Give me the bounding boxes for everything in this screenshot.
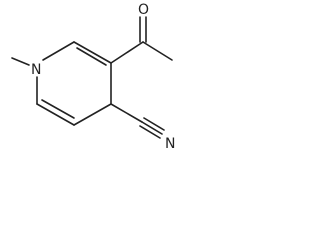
bond-c3-carbonyl xyxy=(110,41,144,64)
bond-nitrile-triple-2 xyxy=(143,117,165,131)
nitrile-nitrogen-label: N xyxy=(165,136,175,152)
molecule-drawing: N O N xyxy=(11,2,175,152)
bond-nitrile-triple-3 xyxy=(139,125,161,139)
carbonyl-oxygen-label: O xyxy=(138,2,149,18)
bond-c5-c6 xyxy=(36,103,75,126)
bond-c2-c3-inner xyxy=(76,47,107,66)
bond-c4-nitrile-c xyxy=(110,103,143,123)
bond-c2-c3 xyxy=(73,41,112,64)
bond-c4-c5 xyxy=(73,103,112,126)
bond-c5-c6-inner xyxy=(41,99,75,119)
bond-carbonyl-methyl xyxy=(142,41,173,61)
ring-nitrogen-label: N xyxy=(31,62,41,78)
bond-nitrile-triple-1 xyxy=(141,121,163,135)
bond-n-methyl xyxy=(11,57,30,66)
bond-n1-c2 xyxy=(42,41,75,61)
structure-diagram: N O N xyxy=(0,0,184,158)
